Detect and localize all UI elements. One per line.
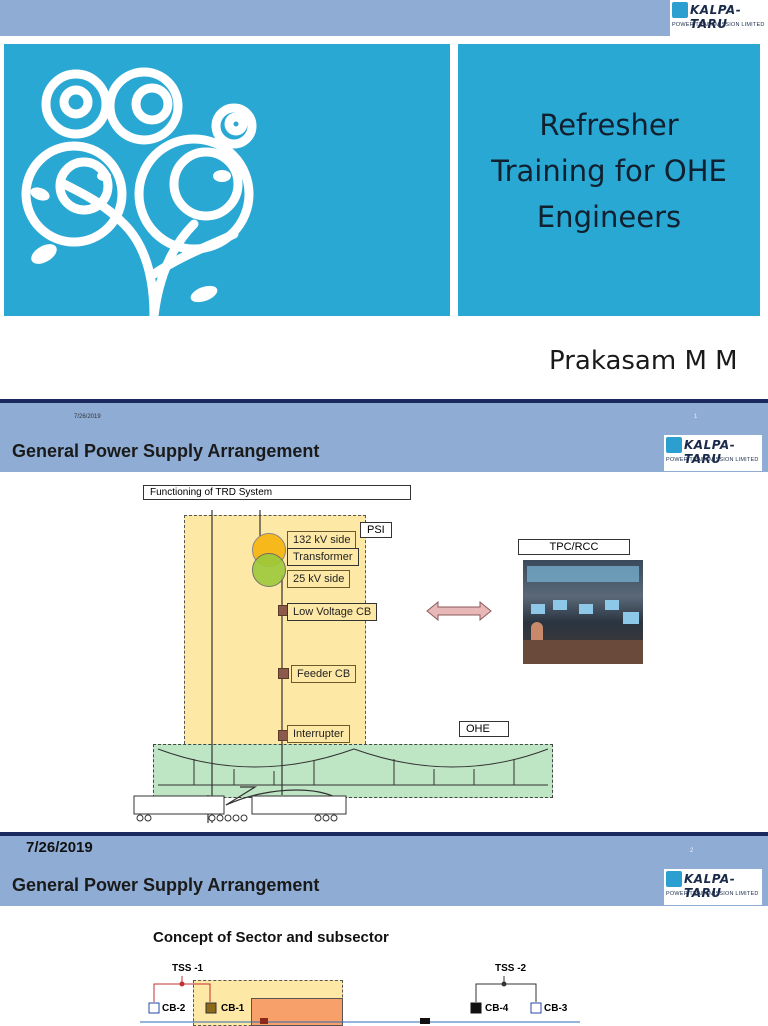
label-ohe: OHE xyxy=(459,721,509,737)
title-panel: Refresher Training for OHE Engineers xyxy=(458,44,760,316)
title-line-3: Engineers xyxy=(536,200,682,234)
label-tss2: TSS -2 xyxy=(495,963,527,974)
label-low-voltage-cb: Low Voltage CB xyxy=(287,603,378,621)
presenter-name: Prakasam M M xyxy=(549,346,738,376)
label-feeder-cb: Feeder CB xyxy=(291,665,357,683)
slide2-date: 7/26/2019 xyxy=(26,839,93,856)
tree-logo-icon xyxy=(672,2,688,18)
logo-tagline: POWER TRANSMISSION LIMITED xyxy=(666,891,759,897)
control-room-photo xyxy=(523,560,643,664)
tree-icon xyxy=(21,67,257,321)
label-tpc-rcc: TPC/RCC xyxy=(518,539,630,555)
label-transformer: Transformer xyxy=(287,548,359,566)
logo-tagline: POWER TRANSMISSION LIMITED xyxy=(666,457,759,463)
tree-logo-icon xyxy=(666,871,682,887)
slide1-date: 7/26/2019 xyxy=(74,414,101,420)
label-cb4: CB-4 xyxy=(485,1003,509,1014)
presentation-title: Refresher Training for OHE Engineers xyxy=(458,102,760,240)
slide2-title: General Power Supply Arrangement xyxy=(12,441,320,461)
logo-brand: KALPA-TARU xyxy=(690,3,742,31)
logo-tagline: POWER TRANSMISSION LIMITED xyxy=(672,22,765,28)
label-tss1: TSS -1 xyxy=(172,963,204,974)
title-line-1: Refresher xyxy=(539,108,679,142)
tree-illustration-panel xyxy=(4,44,450,321)
slide2-page-number: 2 xyxy=(690,848,694,854)
logo-brand: KALPA-TARU xyxy=(684,438,736,466)
catenary-icon xyxy=(157,748,549,786)
company-logo: KALPA-TARU POWER TRANSMISSION LIMITED xyxy=(664,435,762,471)
diagram-title: Functioning of TRD System xyxy=(143,485,411,500)
slide1-footer: 7/26/2019 1 xyxy=(0,403,768,432)
slide3-title: General Power Supply Arrangement xyxy=(12,875,320,895)
transformer-secondary-icon xyxy=(252,553,286,587)
logo-brand: KALPA-TARU xyxy=(684,872,736,900)
ohe-area xyxy=(153,744,553,798)
label-cb3: CB-3 xyxy=(544,1003,568,1014)
double-arrow-icon xyxy=(426,600,492,622)
label-interrupter: Interrupter xyxy=(287,725,350,743)
slide1-page-number: 1 xyxy=(694,414,698,420)
slide3-header-bar xyxy=(0,866,768,906)
slide3-subtitle: Concept of Sector and subsector xyxy=(153,929,389,946)
feeder-cb-icon xyxy=(278,668,289,679)
title-line-2: Training for OHE xyxy=(491,154,727,188)
slide1-header-bar xyxy=(0,0,768,36)
company-logo: KALPA-TARU POWER TRANSMISSION LIMITED xyxy=(670,0,768,36)
sector-wiring xyxy=(140,976,580,1024)
label-132kv-side: 132 kV side xyxy=(287,531,357,549)
company-logo: KALPA-TARU POWER TRANSMISSION LIMITED xyxy=(664,869,762,905)
label-25kv-side: 25 kV side xyxy=(287,570,351,588)
label-psi: PSI xyxy=(360,522,392,538)
label-cb2: CB-2 xyxy=(162,1003,186,1014)
slide2-footer-rule xyxy=(0,832,768,836)
slide2-header-bar xyxy=(0,432,768,472)
train-icon xyxy=(133,795,347,822)
label-cb1: CB-1 xyxy=(221,1003,245,1014)
slide2-footer: 7/26/2019 2 xyxy=(0,836,768,866)
tree-logo-icon xyxy=(666,437,682,453)
slide1-footer-rule xyxy=(0,399,768,403)
